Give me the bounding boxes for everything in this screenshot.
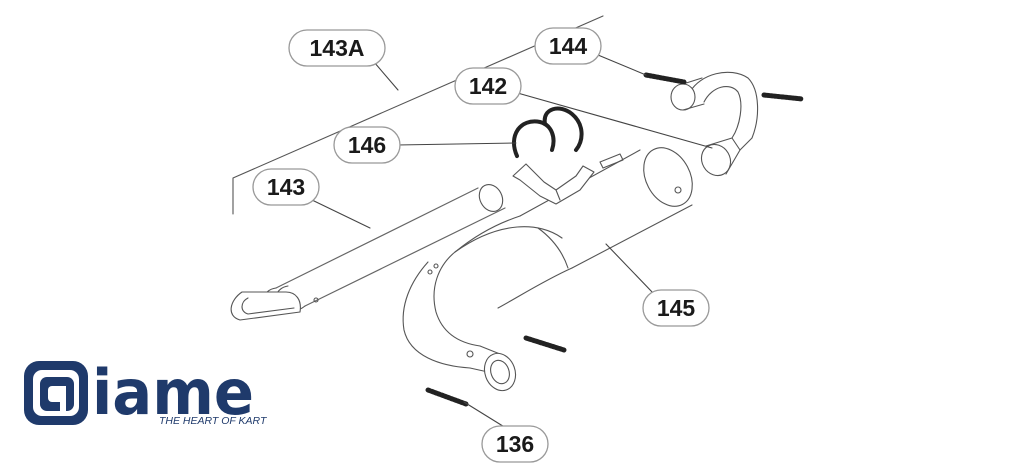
leader-146 [396, 142, 517, 146]
leader-145 [605, 243, 655, 295]
callout-143: 143 [252, 168, 320, 206]
callout-label: 143 [267, 174, 305, 200]
leader-142 [513, 91, 713, 149]
callout-label: 142 [469, 73, 507, 99]
callout-label: 143A [310, 35, 365, 61]
logo-wordmark: iame [92, 356, 254, 429]
callout-144: 144 [534, 27, 602, 65]
spring-144b [761, 92, 805, 102]
leader-143A [373, 61, 399, 91]
spring-144a [643, 72, 687, 85]
iame-logo: iame THE HEART OF KART [24, 356, 268, 429]
callout-label: 144 [549, 33, 588, 59]
bracket-146 [512, 163, 595, 205]
callout-142: 142 [454, 67, 522, 105]
callout-136: 136 [481, 425, 549, 463]
callout-label: 145 [657, 295, 696, 321]
leader-136 [463, 401, 507, 429]
leader-144 [597, 54, 647, 76]
callout-label: 136 [496, 431, 534, 457]
spring-clips-146 [511, 106, 584, 158]
callout-label: 146 [348, 132, 386, 158]
callout-145: 145 [642, 289, 710, 327]
elbow-pipe-142 [670, 71, 759, 177]
callout-143A: 143A [288, 29, 386, 67]
callout-146: 146 [333, 126, 401, 164]
spring-center [523, 335, 567, 353]
muffler-143 [230, 184, 506, 321]
leader-143 [311, 199, 371, 229]
spring-136 [425, 387, 469, 407]
logo-tagline: THE HEART OF KART [159, 415, 268, 427]
muffler-145 [402, 147, 693, 392]
